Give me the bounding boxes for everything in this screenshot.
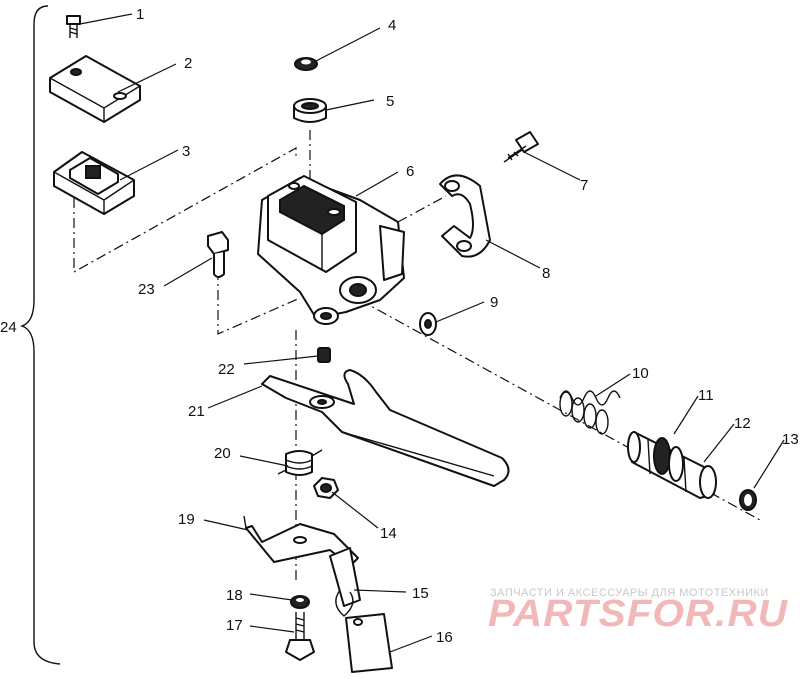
callout-11: 11 (698, 387, 714, 404)
watermark-tagline: ЗАПЧАСТИ И АКСЕССУАРЫ ДЛЯ МОТОТЕХНИКИ (490, 587, 769, 599)
nut-part-18 (290, 595, 310, 609)
lever-part-21 (261, 369, 510, 487)
piston-part-11-12 (627, 431, 717, 499)
washer-part-9 (419, 312, 437, 336)
ring-part-13 (739, 489, 757, 511)
callout-24: 24 (0, 319, 17, 336)
callout-21: 21 (188, 403, 205, 420)
callout-3: 3 (182, 143, 190, 160)
leader-lines (79, 13, 785, 653)
clamp-part-8 (439, 174, 491, 258)
master-cylinder-part-6 (257, 175, 405, 325)
callout-labels: 1 2 3 4 5 6 7 8 9 10 11 12 13 14 15 16 1… (0, 6, 799, 646)
callout-17: 17 (226, 617, 243, 634)
switch-part-15 (329, 547, 361, 617)
tag-part-16 (345, 613, 393, 673)
screw-part-17 (285, 612, 315, 661)
washer-part-4 (294, 57, 318, 71)
callout-13: 13 (782, 431, 799, 448)
callout-5: 5 (386, 93, 394, 110)
callout-2: 2 (184, 55, 192, 72)
center-lines (73, 130, 761, 580)
bracket-part-19 (243, 515, 359, 567)
callout-19: 19 (178, 511, 195, 528)
spring-part-20 (277, 449, 323, 476)
bolt-part-7 (503, 131, 539, 163)
callout-9: 9 (490, 294, 498, 311)
bushing-part-5 (293, 98, 327, 123)
cover-part-2 (49, 55, 141, 123)
callout-12: 12 (734, 415, 751, 432)
callout-4: 4 (388, 17, 396, 34)
assembly-brace (19, 5, 61, 665)
watermark-brand: PARTSFOR.RU (488, 593, 789, 635)
callout-14: 14 (380, 525, 397, 542)
watermark: ЗАПЧАСТИ И АКСЕССУАРЫ ДЛЯ МОТОТЕХНИКИ PA… (488, 587, 789, 635)
callout-23: 23 (138, 281, 155, 298)
screw-part-1 (66, 15, 81, 38)
callout-8: 8 (542, 265, 550, 282)
callout-7: 7 (580, 177, 588, 194)
diaphragm-part-3 (53, 151, 135, 215)
pivot-bolt-part-23 (207, 231, 229, 278)
callout-20: 20 (214, 445, 231, 462)
callout-10: 10 (632, 365, 649, 382)
callout-6: 6 (406, 163, 414, 180)
callout-1: 1 (136, 6, 144, 23)
nut-part-14 (313, 477, 339, 499)
callout-22: 22 (218, 361, 235, 378)
pin-part-22 (317, 347, 331, 363)
callout-15: 15 (412, 585, 429, 602)
callout-16: 16 (436, 629, 453, 646)
callout-18: 18 (226, 587, 243, 604)
spring-part-10 (559, 390, 621, 435)
